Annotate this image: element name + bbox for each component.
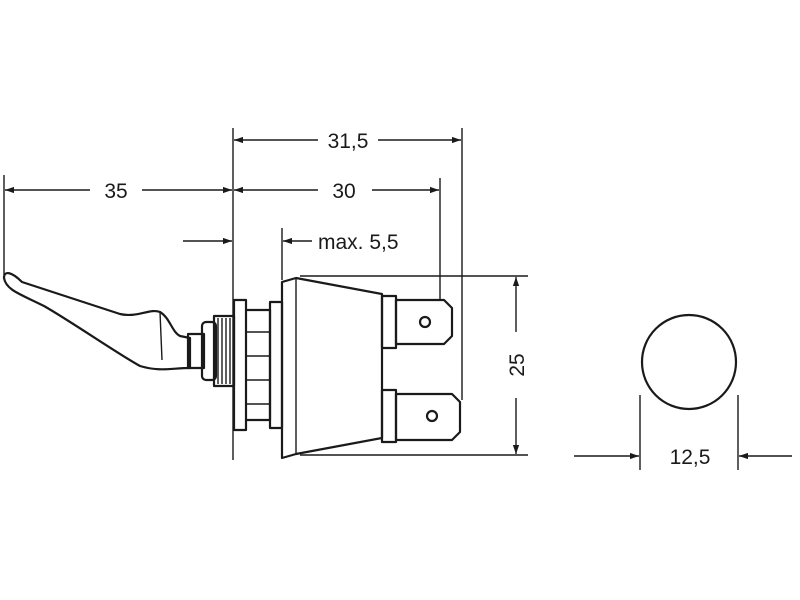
dimension-label-30: 30 <box>332 180 355 203</box>
dimension-label-max-5-5: max. 5,5 <box>318 231 399 254</box>
terminal-bottom <box>380 388 462 444</box>
terminal-top <box>380 294 454 350</box>
dimension-height: 25 <box>506 277 529 454</box>
dimension-label-31-5: 31,5 <box>328 130 369 153</box>
dimension-label-12-5: 12,5 <box>670 446 711 469</box>
dimension-label-35: 35 <box>104 180 127 203</box>
dimension-label-25: 25 <box>506 353 529 376</box>
dimension-panel-thickness: max. 5,5 <box>183 231 399 254</box>
dimension-body: 30 <box>234 180 439 203</box>
dimension-overall-body: 31,5 <box>234 130 461 153</box>
threaded-bushing <box>186 298 284 432</box>
dimension-lever: 35 <box>5 180 232 203</box>
toggle-lever <box>2 272 192 371</box>
front-view-cap <box>640 313 738 411</box>
switch-housing <box>280 276 384 460</box>
dimension-diameter: 12,5 <box>574 446 792 469</box>
